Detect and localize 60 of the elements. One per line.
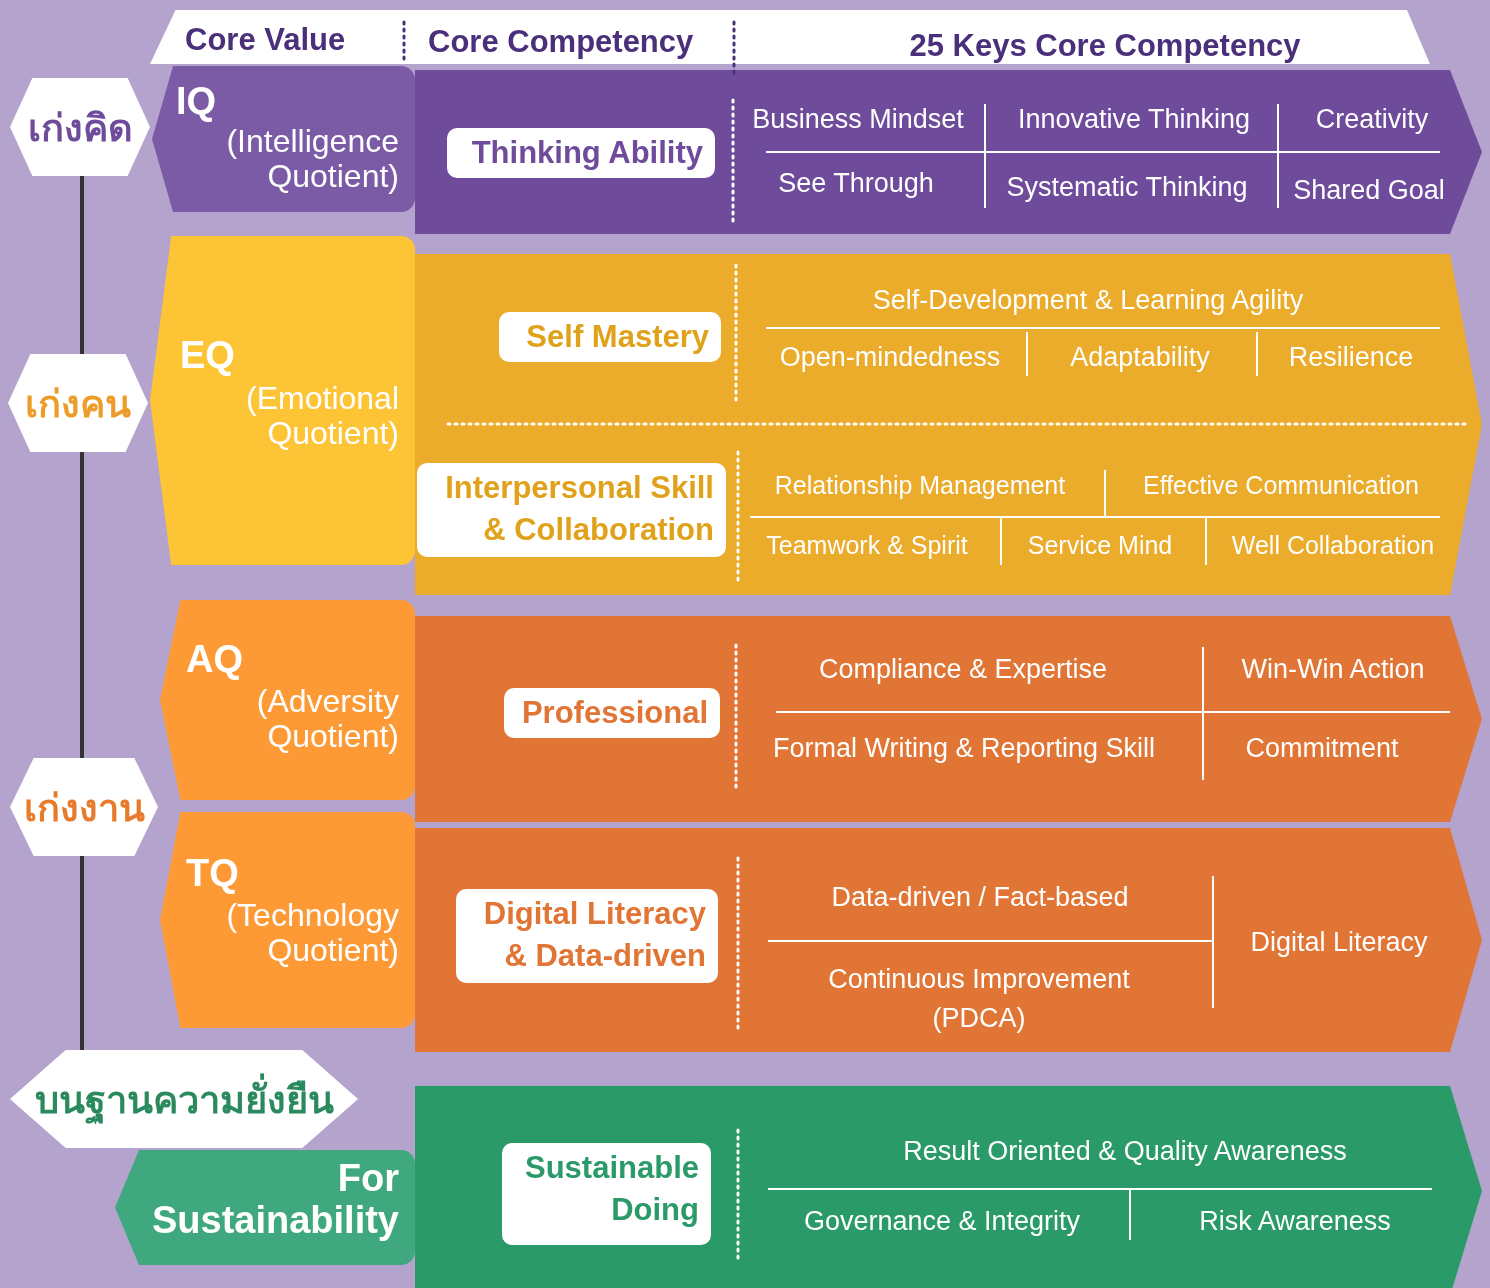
tab-subtitle: (Technology Quotient) bbox=[225, 898, 399, 969]
competency-band bbox=[415, 70, 1482, 234]
competency-band bbox=[415, 828, 1482, 1052]
competency-pill: Sustainable Doing bbox=[502, 1143, 711, 1245]
hexagon-badge: บนฐานความยั่งยืน bbox=[10, 1050, 358, 1148]
competency-band bbox=[415, 254, 1482, 595]
tab-subtitle: For Sustainability bbox=[150, 1158, 399, 1242]
category-tab bbox=[152, 66, 415, 212]
tab-subtitle: (Emotional Quotient) bbox=[245, 381, 399, 452]
key-competency: Commitment bbox=[1245, 732, 1399, 764]
key-competency: Data-driven / Fact-based bbox=[831, 881, 1129, 913]
column-heading: Core Value bbox=[185, 22, 346, 58]
category-tab bbox=[115, 1150, 415, 1265]
key-competency: Self-Development & Learning Agility bbox=[872, 284, 1304, 316]
hexagon-badge: เก่งคน bbox=[8, 354, 148, 452]
tab-subtitle: (Intelligence Quotient) bbox=[225, 124, 399, 195]
key-competency: Governance & Integrity bbox=[803, 1205, 1081, 1237]
key-competency: Shared Goal bbox=[1293, 174, 1445, 206]
tab-title: IQ bbox=[176, 80, 217, 123]
category-tab bbox=[160, 600, 415, 800]
tab-title: EQ bbox=[180, 334, 235, 377]
key-competency: Continuous Improvement (PDCA) bbox=[827, 962, 1131, 1035]
key-competency: Innovative Thinking bbox=[1017, 103, 1251, 135]
competency-pill: Self Mastery bbox=[499, 312, 721, 362]
tab-subtitle: (Adversity Quotient) bbox=[255, 684, 399, 755]
key-competency: Open-mindedness bbox=[779, 341, 1001, 373]
key-competency: Creativity bbox=[1315, 103, 1429, 135]
competency-pill: Professional bbox=[504, 688, 720, 738]
connector-line bbox=[80, 176, 84, 354]
key-competency: Digital Literacy bbox=[1250, 926, 1428, 958]
competency-pill: Thinking Ability bbox=[447, 128, 715, 178]
competency-band bbox=[415, 1086, 1482, 1288]
connector-line bbox=[80, 452, 84, 758]
key-competency: Relationship Management bbox=[774, 470, 1066, 500]
category-tab bbox=[160, 812, 415, 1028]
competency-pill: Interpersonal Skill & Collaboration bbox=[417, 463, 726, 557]
hexagon-badge: เก่งคิด bbox=[10, 78, 150, 176]
key-competency: Business Mindset bbox=[752, 103, 964, 135]
key-competency: Result Oriented & Quality Awareness bbox=[903, 1135, 1347, 1167]
key-competency: Resilience bbox=[1288, 341, 1414, 373]
key-competency: Well Collaboration bbox=[1231, 530, 1435, 560]
column-heading: Core Competency bbox=[428, 24, 694, 60]
column-heading: 25 Keys Core Competency bbox=[909, 28, 1301, 64]
key-competency: Effective Communication bbox=[1142, 470, 1420, 500]
key-competency: Formal Writing & Reporting Skill bbox=[772, 732, 1156, 764]
category-tab bbox=[150, 236, 415, 565]
key-competency: Service Mind bbox=[1027, 530, 1173, 560]
key-competency: Teamwork & Spirit bbox=[766, 530, 968, 560]
competency-band bbox=[415, 616, 1482, 822]
hexagon-badge: เก่งงาน bbox=[10, 758, 158, 856]
key-competency: See Through bbox=[778, 167, 934, 199]
key-competency: Compliance & Expertise bbox=[818, 653, 1108, 685]
tab-title: TQ bbox=[186, 852, 239, 895]
key-competency: Risk Awareness bbox=[1199, 1205, 1391, 1237]
tab-title: AQ bbox=[186, 638, 243, 681]
key-competency: Systematic Thinking bbox=[1006, 171, 1248, 203]
connector-line bbox=[80, 856, 84, 1050]
key-competency: Win-Win Action bbox=[1241, 653, 1425, 685]
key-competency: Adaptability bbox=[1070, 341, 1210, 373]
competency-pill: Digital Literacy & Data-driven bbox=[456, 889, 718, 983]
